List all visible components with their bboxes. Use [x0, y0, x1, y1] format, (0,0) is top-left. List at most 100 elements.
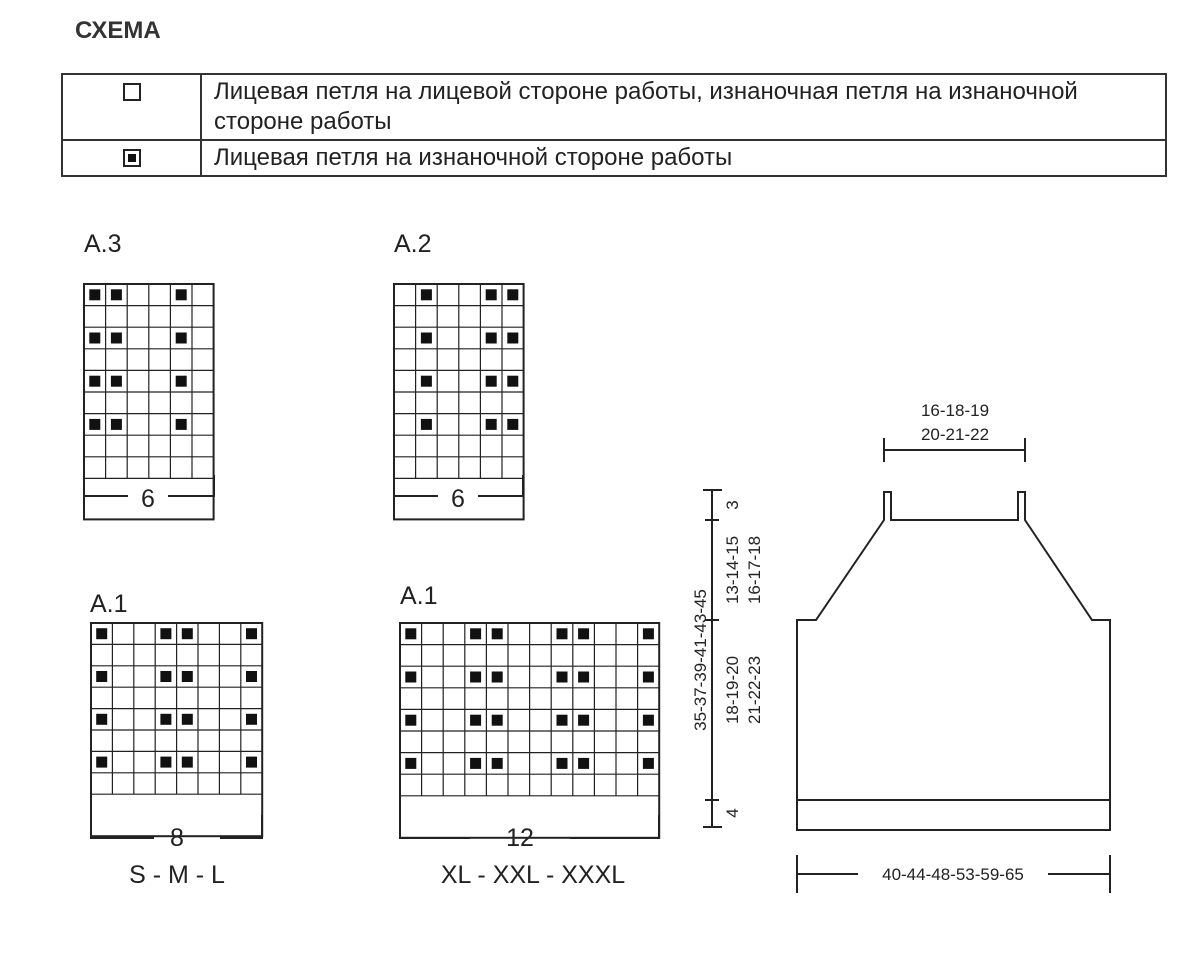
- repeat-bracket: [399, 815, 660, 839]
- purl-stitch-mark: [578, 628, 590, 640]
- purl-stitch-mark: [246, 713, 257, 725]
- legend-symbol-cell: [61, 139, 202, 177]
- legend-row: Лицевая петля на изнаночной стороне рабо…: [61, 139, 1167, 177]
- repeat-bracket: [83, 475, 215, 497]
- purl-stitch-mark: [405, 628, 417, 640]
- purl-stitch-mark: [110, 289, 122, 301]
- purl-stitch-mark: [181, 671, 193, 682]
- purl-stitch-mark: [578, 714, 590, 726]
- chart-a1-large-title: A.1: [400, 582, 438, 610]
- purl-stitch-mark: [405, 714, 417, 726]
- purl-stitch-mark: [181, 628, 193, 640]
- chart-a2-repeat: 6: [451, 485, 465, 513]
- purl-stitch-mark: [578, 671, 590, 683]
- total-length-label: 35-37-39-41-43-45: [691, 589, 710, 731]
- purl-stitch-mark: [89, 332, 101, 344]
- purl-stitch-mark: [491, 628, 503, 640]
- width-label: 40-44-48-53-59-65: [882, 865, 1024, 884]
- legend-text: Лицевая петля на изнаночной стороне рабо…: [200, 139, 1167, 177]
- neck-width-label: 16-18-19: [921, 401, 989, 420]
- chart-a1-small-repeat: 8: [170, 824, 184, 852]
- chart-a2-grid: [393, 283, 525, 521]
- purl-stitch-mark: [507, 289, 519, 301]
- purl-stitch-mark: [160, 671, 172, 682]
- legend-table: Лицевая петля на лицевой стороне работы,…: [61, 73, 1167, 177]
- yoke-length-label: 13-14-15: [723, 536, 742, 604]
- purl-stitch-mark: [485, 332, 497, 344]
- chart-a3-grid: [83, 283, 215, 521]
- legend-row: Лицевая петля на лицевой стороне работы,…: [61, 73, 1167, 141]
- purl-stitch-mark: [556, 671, 568, 683]
- purl-stitch-mark: [470, 757, 482, 769]
- garment-outline: [796, 491, 1111, 831]
- purl-stitch-mark: [642, 671, 654, 683]
- purl-stitch-mark: [405, 757, 417, 769]
- chart-a1-large-repeat: 12: [506, 824, 534, 852]
- purl-stitch-mark: [110, 375, 122, 387]
- empty-square-icon: [122, 83, 141, 101]
- purl-stitch-mark: [175, 332, 187, 344]
- purl-stitch-mark: [160, 713, 172, 725]
- purl-stitch-mark: [181, 713, 193, 725]
- chart-a1-small-grid: [90, 622, 264, 838]
- rib-length-label: 4: [723, 808, 742, 817]
- purl-stitch-mark: [96, 756, 108, 768]
- width-arrow: [796, 855, 1111, 893]
- repeat-bracket: [90, 815, 263, 839]
- purl-stitch-mark: [96, 713, 108, 725]
- chart-a3-repeat: 6: [141, 485, 155, 513]
- yoke-length-label: 16-17-18: [745, 536, 764, 604]
- purl-stitch-mark: [470, 714, 482, 726]
- purl-stitch-mark: [420, 289, 432, 301]
- purl-stitch-mark: [470, 628, 482, 640]
- purl-stitch-mark: [175, 289, 187, 301]
- purl-stitch-mark: [160, 756, 172, 768]
- purl-stitch-mark: [507, 332, 519, 344]
- purl-stitch-mark: [642, 714, 654, 726]
- chart-a1-large-grid: [399, 622, 661, 839]
- length-scale: [703, 489, 722, 828]
- purl-stitch-mark: [420, 332, 432, 344]
- purl-stitch-mark: [110, 418, 122, 430]
- purl-stitch-mark: [485, 375, 497, 387]
- purl-stitch-mark: [246, 756, 257, 768]
- repeat-bracket: [393, 475, 524, 497]
- purl-stitch-mark: [507, 418, 519, 430]
- garment-schematic: 16-18-19 20-21-22 40-44-48-53-59-65 35-3…: [691, 401, 1111, 893]
- purl-stitch-mark: [96, 671, 108, 682]
- legend-symbol-cell: [61, 73, 202, 141]
- chart-a2-title: A.2: [394, 230, 432, 258]
- chart-a1-large-sizes: XL - XXL - XXXL: [441, 861, 625, 889]
- purl-stitch-mark: [578, 757, 590, 769]
- purl-stitch-mark: [89, 289, 101, 301]
- neck-edge-label: 3: [723, 500, 742, 509]
- purl-stitch-mark: [556, 628, 568, 640]
- purl-stitch-mark: [556, 714, 568, 726]
- body-length-label: 21-22-23: [745, 656, 764, 724]
- chart-a1-small-title: A.1: [90, 590, 128, 618]
- purl-stitch-mark: [642, 757, 654, 769]
- purl-stitch-mark: [507, 375, 519, 387]
- purl-stitch-mark: [246, 671, 257, 682]
- purl-stitch-mark: [485, 418, 497, 430]
- purl-stitch-mark: [246, 628, 257, 640]
- purl-stitch-mark: [470, 671, 482, 683]
- purl-stitch-mark: [485, 289, 497, 301]
- chart-a1-small-sizes: S - M - L: [129, 861, 225, 889]
- neck-width-arrow: [883, 438, 1026, 462]
- purl-stitch-mark: [89, 418, 101, 430]
- purl-stitch-mark: [405, 671, 417, 683]
- purl-stitch-mark: [491, 714, 503, 726]
- body-length-label: 18-19-20: [723, 656, 742, 724]
- purl-stitch-mark: [181, 756, 193, 768]
- purl-stitch-mark: [491, 757, 503, 769]
- purl-stitch-mark: [491, 671, 503, 683]
- chart-a3-title: A.3: [84, 230, 122, 258]
- filled-square-icon: [122, 149, 141, 167]
- purl-stitch-mark: [110, 332, 122, 344]
- purl-stitch-mark: [642, 628, 654, 640]
- purl-stitch-mark: [556, 757, 568, 769]
- purl-stitch-mark: [175, 418, 187, 430]
- purl-stitch-mark: [420, 418, 432, 430]
